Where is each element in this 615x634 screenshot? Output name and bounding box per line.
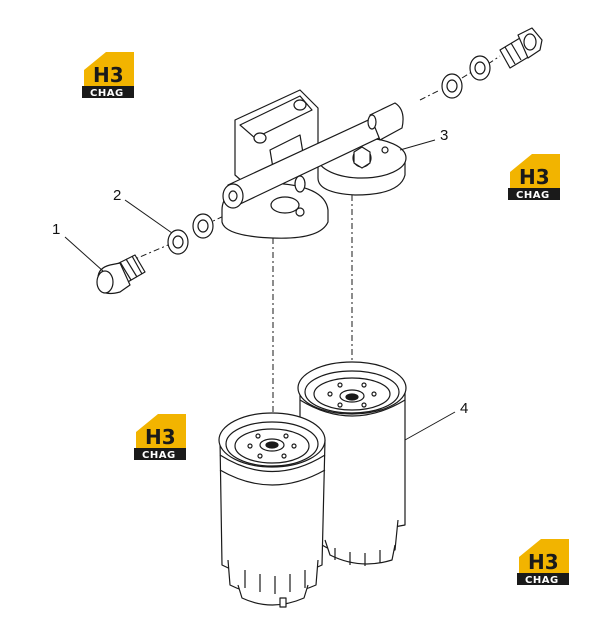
filter-cartridge-left [218,412,326,608]
logo-mark-text: H3 [528,550,559,574]
sealing-washers-right [441,55,491,99]
hollow-bolt [96,254,146,295]
logo-text: CHAG [90,88,124,99]
watermark-logo: H3 CHAG [132,410,190,462]
logo-mark-text: H3 [519,165,550,189]
watermark-logo: H3 CHAG [515,535,573,587]
callout-2: 2 [113,187,121,204]
callout-3: 3 [440,127,448,144]
logo-mark: H3 CHAG [508,154,560,201]
banjo-bolt [499,27,543,69]
logo-mark: H3 CHAG [82,52,134,99]
watermark-logo: H3 CHAG [506,150,564,202]
watermark-logo: H3 CHAG [80,48,138,100]
logo-mark-text: H3 [145,425,176,449]
leader-lines [64,139,456,441]
logo-text: CHAG [516,190,550,201]
logo-mark: H3 CHAG [517,539,569,586]
callout-4: 4 [460,400,468,417]
callout-1: 1 [52,221,60,238]
filter-head-housing [221,89,407,239]
filter-cartridge-right [297,361,407,566]
logo-mark: H3 CHAG [134,414,186,461]
logo-text: CHAG [525,575,559,586]
logo-text: CHAG [142,450,176,461]
logo-mark-text: H3 [93,63,124,87]
sealing-washers-left [167,213,214,255]
